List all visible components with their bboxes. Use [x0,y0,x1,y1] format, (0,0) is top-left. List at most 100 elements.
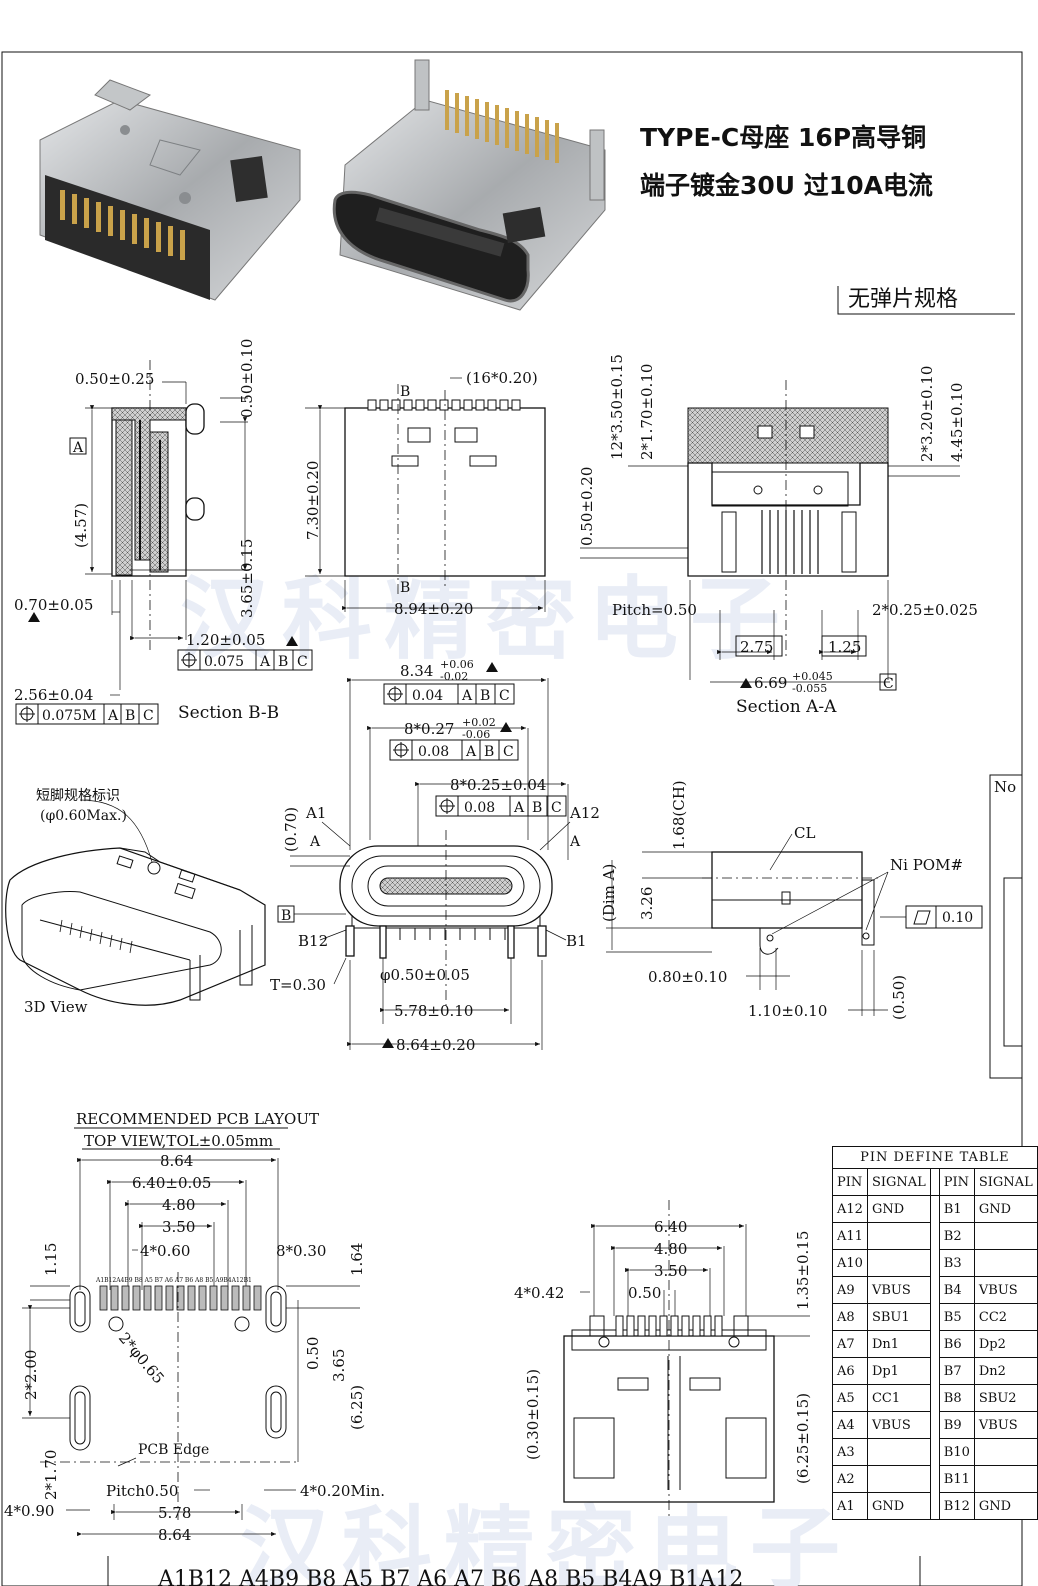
side-tab-no: No [994,778,1016,796]
signal-cell: VBUS [866,1411,931,1439]
side-view: 1.68(CH) 3.26 (Dim A) CL Ni POM# 0.10 0.… [600,780,983,1020]
pin-cell: B5 [938,1303,975,1331]
fv-dim-578: 5.78±0.10 [394,1002,473,1020]
pin-cell: B2 [938,1222,975,1250]
bottom-pins: A1B12 A4B9 B8 A5 B7 A6 A7 B6 A8 B5 B4A9 … [157,1567,743,1586]
svg-text:0.04: 0.04 [412,688,443,704]
fv-t-030: T=0.30 [270,976,326,994]
fv-label-b1: B1 [566,932,587,950]
svg-text:B: B [532,800,542,816]
svg-text:C: C [503,744,514,760]
pcb-dim-365: 3.65 [330,1349,348,1382]
pcb-pin-labels: A1B12A4B9 B8 A5 B7 A6 A7 B6 A8 B5 A9B4A1… [95,1277,252,1284]
aa-dim-125: 1.25 [828,638,861,656]
bb-fcf-1: 0.075 A B C [177,649,313,671]
pin-cell: A12 [832,1195,868,1223]
sv-flatness: 0.10 [880,905,983,929]
svg-text:A: A [461,688,473,704]
signal-cell: Dp1 [866,1357,931,1385]
svg-text:B: B [278,654,288,670]
bb-dim-050-010: 0.50±0.10 [238,339,256,418]
pcb-dim-164: 1.64 [348,1243,366,1276]
svg-text:0.10: 0.10 [942,910,973,926]
pcb-dim-4-090: 4*0.90 [4,1502,54,1520]
signal-cell: CC2 [973,1303,1038,1331]
sv-dim-168: 1.68(CH) [670,780,688,850]
fv-datum-b: B [281,908,291,924]
pcb-title-2: TOP VIEW,TOL±0.05mm [84,1132,273,1150]
pin-table-header: SIGNAL [866,1168,931,1196]
three-d-note-sub: (φ0.60Max.) [40,808,127,824]
sv-dim-050: (0.50) [890,975,908,1020]
signal-cell: Dn1 [866,1330,931,1358]
pin-cell: B6 [938,1330,975,1358]
bb-dim-070: 0.70±0.05 [14,596,93,614]
fv-dim-834: 8.34 [400,662,433,680]
signal-cell: GND [973,1195,1038,1223]
watermark-bottom: 汉科精密电子 [240,1497,852,1586]
pin-cell: A11 [832,1222,868,1250]
pin-cell: A6 [832,1357,868,1385]
pcb-dim-4-060: 4*0.60 [140,1242,190,1260]
aa-dim-669-up: +0.045 [792,670,833,683]
signal-cell: CC1 [866,1384,931,1412]
bb-dim-050-025: 0.50±0.25 [75,370,154,388]
sv-dim-326: 3.26 [638,887,656,920]
svg-text:+0.02: +0.02 [462,716,496,729]
bb-dim-457: (4.57) [72,503,90,548]
pin-table-header: SIGNAL [973,1168,1038,1196]
signal-cell [973,1438,1038,1466]
aa-dim-445: 4.45±0.10 [948,383,966,462]
signal-cell [866,1438,931,1466]
svg-text:A: A [259,654,271,670]
signal-cell [866,1222,931,1250]
svg-text:A: A [465,744,477,760]
signal-cell: GND [866,1195,931,1223]
bv-dim-350: 3.50 [654,1262,687,1280]
top-dim-730: 7.30±0.20 [304,461,322,540]
section-aa-view: 12*3.50±0.15 2*1.70±0.10 2*3.20±0.10 4.4… [578,354,978,717]
front-view: 8.34 +0.06 -0.02 0.04 A B C 8*0.27 +0.02… [270,658,600,1054]
signal-cell [973,1222,1038,1250]
aa-dim-275: 2.75 [740,638,773,656]
pin-cell: A8 [832,1303,868,1331]
aa-dim-050-020: 0.50±0.20 [578,467,596,546]
pin-cell: B8 [938,1384,975,1412]
pin-cell: B11 [938,1465,975,1493]
bb-datum-a: A [72,440,84,456]
aa-dim-669-dn: -0.055 [792,682,827,695]
pcb-dim-640: 6.40±0.05 [132,1174,211,1192]
three-d-view: 短脚规格标识 (φ0.60Max.) 3D View [5,788,266,1016]
pin-cell: A1 [832,1492,868,1520]
top-dim-894: 8.94±0.20 [394,600,473,618]
fv-label-a-left: A [309,834,321,850]
signal-cell [973,1249,1038,1277]
bv-dim-625: (6.25±0.15) [794,1393,812,1484]
fv-label-a1: A1 [305,804,326,822]
signal-cell [866,1249,931,1277]
sv-cl: CL [794,824,815,842]
side-tab: No [989,774,1023,1079]
watermark-top: 汉科精密电子 [180,567,792,672]
bv-dim-4-042: 4*0.42 [514,1284,564,1302]
pin-cell: B1 [938,1195,975,1223]
pin-cell: A2 [832,1465,868,1493]
bb-dim-365: 3.65±0.15 [238,539,256,618]
bv-dim-030: (0.30±0.15) [524,1369,542,1460]
pcb-layout: RECOMMENDED PCB LAYOUT TOP VIEW,TOL±0.05… [4,1110,385,1544]
title-line-1: TYPE-C母座 16P高导铜 [640,123,926,152]
top-dim-1620: (16*0.20) [466,369,538,387]
bb-dim-120: 1.20±0.05 [186,631,265,649]
svg-text:0.08: 0.08 [418,744,449,760]
bb-fcf-2: 0.075M A B C [15,703,159,725]
signal-cell [866,1465,931,1493]
bv-dim-050: 0.50 [628,1284,661,1302]
svg-text:+0.06: +0.06 [440,658,474,671]
